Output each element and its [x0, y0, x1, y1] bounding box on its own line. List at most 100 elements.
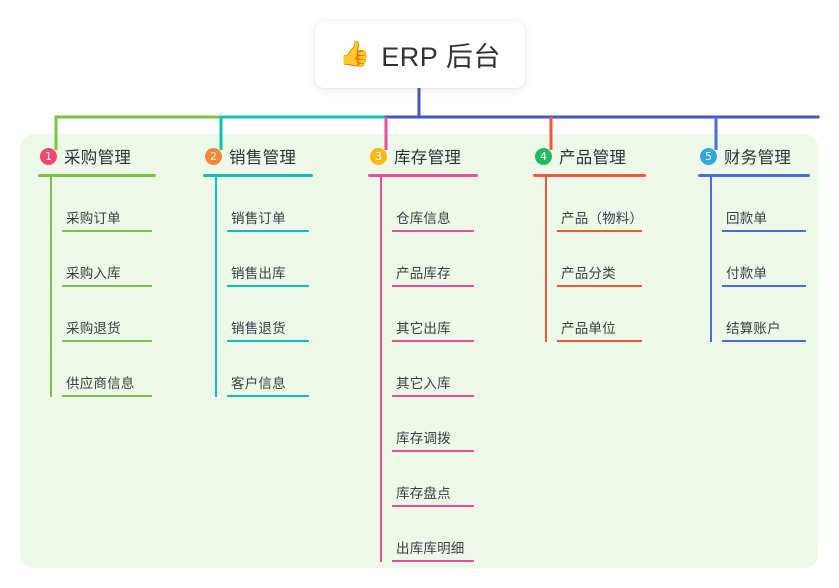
branch-item-underline — [392, 230, 474, 232]
branch-spine — [380, 177, 382, 562]
branch-item[interactable]: 库存盘点 — [380, 452, 478, 507]
branch-item-label: 其它入库 — [396, 376, 451, 391]
branch-header-3[interactable]: 3 库存管理 — [368, 144, 478, 168]
branch-column-2: 2 销售管理销售订单销售出库销售退货客户信息 — [203, 144, 313, 397]
branch-item-label: 销售退货 — [231, 321, 286, 336]
diagram-background-panel — [20, 134, 818, 568]
branch-item-underline — [392, 450, 474, 452]
branch-item-underline — [62, 395, 152, 397]
branch-item-underline — [392, 285, 474, 287]
branch-item[interactable]: 采购订单 — [50, 177, 156, 232]
branch-title: 库存管理 — [394, 149, 462, 167]
branch-item[interactable]: 产品库存 — [380, 232, 478, 287]
branch-item-underline — [722, 230, 806, 232]
branch-spine — [50, 177, 52, 397]
thumbs-up-icon: 👍 — [339, 40, 371, 68]
branch-item-list: 仓库信息产品库存其它出库其它入库库存调拨库存盘点出库库明细 — [368, 177, 478, 562]
root-node[interactable]: 👍 ERP 后台 — [315, 21, 525, 88]
branch-item[interactable]: 回款单 — [710, 177, 810, 232]
branch-item-underline — [227, 340, 309, 342]
branch-number-badge: 2 — [205, 147, 222, 165]
branch-item[interactable]: 产品（物料） — [545, 177, 646, 232]
branch-number-badge: 3 — [370, 147, 387, 165]
branch-column-4: 4 产品管理产品（物料） 产品分类产品单位 — [533, 144, 646, 342]
branch-item-underline — [227, 230, 309, 232]
branch-item[interactable]: 产品分类 — [545, 232, 646, 287]
branch-item-list: 采购订单采购入库采购退货供应商信息 — [38, 177, 156, 397]
root-title: ERP 后台 — [381, 42, 501, 72]
branch-item[interactable]: 采购入库 — [50, 232, 156, 287]
branch-number-badge: 1 — [40, 147, 57, 165]
branch-title: 采购管理 — [64, 149, 132, 167]
branch-item-underline — [557, 340, 642, 342]
branch-item-underline — [392, 340, 474, 342]
branch-item-label: 回款单 — [726, 211, 768, 226]
branch-item[interactable]: 供应商信息 — [50, 342, 156, 397]
branch-item-underline — [62, 230, 152, 232]
branch-underline — [698, 174, 810, 177]
branch-item-label: 销售订单 — [231, 211, 286, 226]
branch-item[interactable]: 其它出库 — [380, 287, 478, 342]
branch-item-label: 采购入库 — [66, 266, 121, 281]
branch-item-underline — [557, 285, 642, 287]
branch-header-5[interactable]: 5 财务管理 — [698, 144, 810, 168]
branch-column-5: 5 财务管理回款单付款单结算账户 — [698, 144, 810, 342]
branch-underline — [203, 174, 313, 177]
branch-underline — [368, 174, 478, 177]
branch-item-label: 采购退货 — [66, 321, 121, 336]
branch-item-underline — [722, 340, 806, 342]
branch-item-list: 回款单付款单结算账户 — [698, 177, 810, 342]
branch-number-badge: 5 — [700, 147, 717, 165]
branch-item-label: 客户信息 — [231, 376, 286, 391]
branch-spine — [545, 177, 547, 342]
branch-item-underline — [62, 340, 152, 342]
branch-item-underline — [392, 560, 474, 562]
branch-underline — [533, 174, 646, 177]
branch-item[interactable]: 付款单 — [710, 232, 810, 287]
branch-item[interactable]: 销售退货 — [215, 287, 313, 342]
branch-item-label: 库存调拨 — [396, 431, 451, 446]
branch-underline — [38, 174, 156, 177]
branch-item-label: 产品分类 — [561, 266, 616, 281]
branch-item[interactable]: 出库库明细 — [380, 507, 478, 562]
branch-item[interactable]: 结算账户 — [710, 287, 810, 342]
branch-spine — [215, 177, 217, 397]
branch-header-4[interactable]: 4 产品管理 — [533, 144, 646, 168]
branch-number-badge: 4 — [535, 147, 552, 165]
branch-column-3: 3 库存管理仓库信息产品库存其它出库其它入库库存调拨库存盘点出库库明细 — [368, 144, 478, 562]
branch-item[interactable]: 产品单位 — [545, 287, 646, 342]
branch-header-2[interactable]: 2 销售管理 — [203, 144, 313, 168]
branch-item-label: 产品（物料） — [561, 211, 644, 226]
branch-item[interactable]: 仓库信息 — [380, 177, 478, 232]
branch-item-label: 产品库存 — [396, 266, 451, 281]
branch-item-list: 销售订单销售出库销售退货客户信息 — [203, 177, 313, 397]
branch-item-underline — [722, 285, 806, 287]
branch-item-label: 其它出库 — [396, 321, 451, 336]
branch-item-underline — [392, 395, 474, 397]
branch-item-label: 出库库明细 — [396, 541, 465, 556]
branch-item-label: 采购订单 — [66, 211, 121, 226]
branch-item-label: 库存盘点 — [396, 486, 451, 501]
branch-item[interactable]: 客户信息 — [215, 342, 313, 397]
branch-title: 销售管理 — [229, 149, 297, 167]
branch-item[interactable]: 销售出库 — [215, 232, 313, 287]
branch-item-underline — [62, 285, 152, 287]
branch-spine — [710, 177, 712, 342]
branch-item-underline — [392, 505, 474, 507]
branch-item[interactable]: 库存调拨 — [380, 397, 478, 452]
branch-item-list: 产品（物料） 产品分类产品单位 — [533, 177, 646, 342]
branch-item-underline — [227, 395, 309, 397]
branch-item[interactable]: 采购退货 — [50, 287, 156, 342]
branch-item-label: 销售出库 — [231, 266, 286, 281]
branch-header-1[interactable]: 1 采购管理 — [38, 144, 156, 168]
branch-item-underline — [557, 230, 642, 232]
branch-item[interactable]: 其它入库 — [380, 342, 478, 397]
branch-item-label: 供应商信息 — [66, 376, 135, 391]
branch-title: 财务管理 — [724, 149, 792, 167]
branch-item-label: 产品单位 — [561, 321, 616, 336]
branch-item-label: 仓库信息 — [396, 211, 451, 226]
branch-title: 产品管理 — [559, 149, 627, 167]
branch-item[interactable]: 销售订单 — [215, 177, 313, 232]
branch-column-1: 1 采购管理采购订单采购入库采购退货供应商信息 — [38, 144, 156, 397]
